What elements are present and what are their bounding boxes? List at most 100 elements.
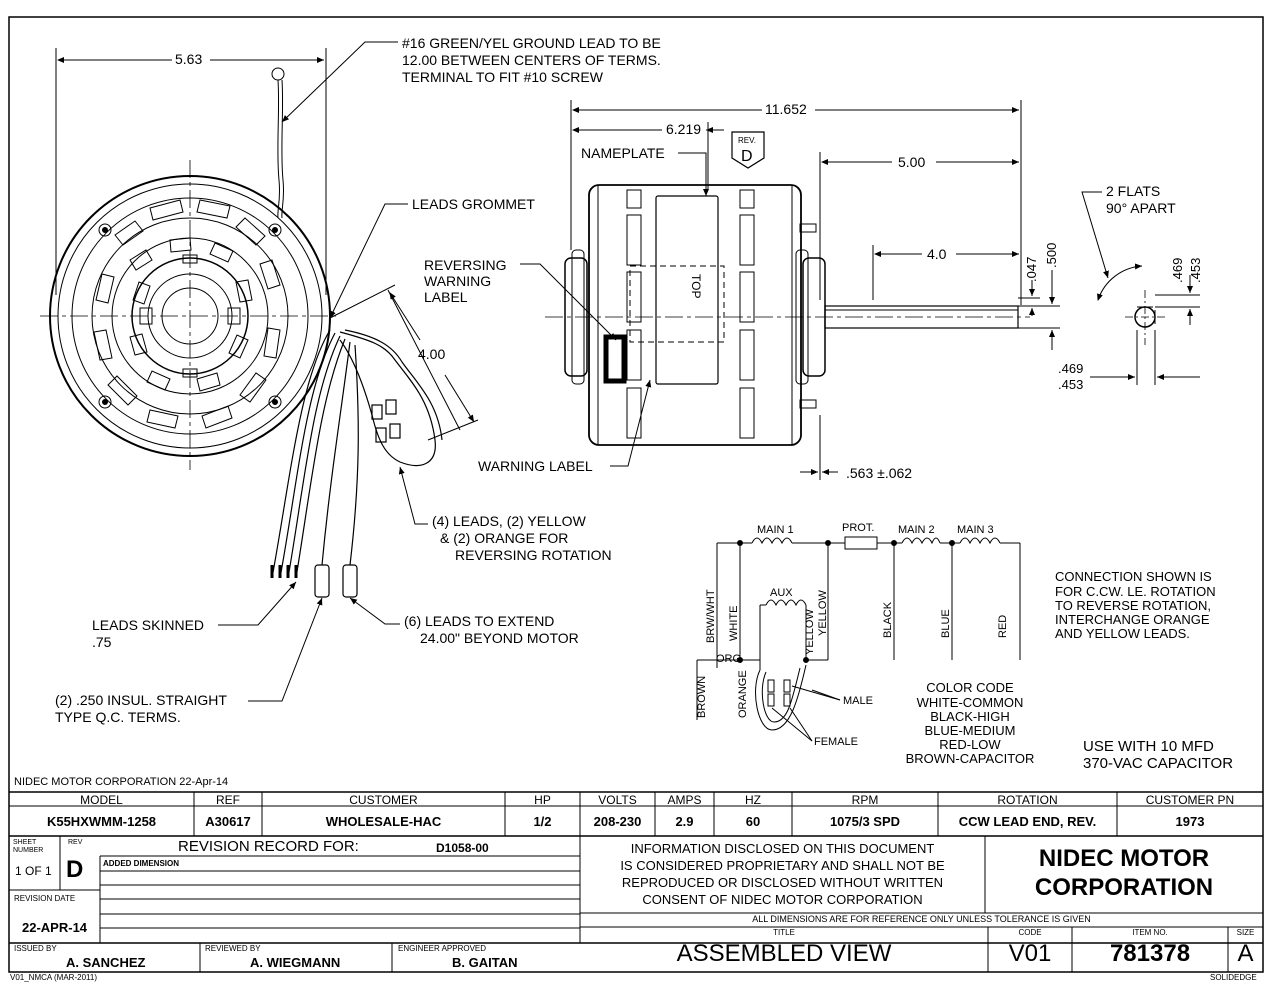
connection-note-line: CONNECTION SHOWN IS (1055, 569, 1212, 584)
sheet-border (8, 16, 1264, 973)
color-code-line: RED-LOW (939, 737, 1001, 752)
flats-note-1: 2 FLATS (1106, 183, 1160, 199)
rev-letter: D (741, 148, 753, 165)
capacitor-note: USE WITH 10 MFD 370-VAC CAPACITOR (1083, 738, 1233, 772)
color-code-line: WHITE-COMMON (917, 695, 1024, 710)
size-value: A (1237, 940, 1254, 967)
color-code-line: BLUE-MEDIUM (924, 723, 1015, 738)
header-ref: REF (216, 793, 240, 807)
issued-by-label: ISSUED BY (14, 944, 57, 953)
issued-by: A. SANCHEZ (66, 955, 146, 970)
capacitor-note-line: USE WITH 10 MFD (1083, 738, 1214, 755)
dimension-4-00-diagonal (329, 284, 479, 441)
dim-5-00: 5.00 (898, 154, 925, 170)
label-red: RED (997, 615, 1009, 638)
header-amps: AMPS (667, 793, 702, 807)
footer-cad-system: SOLIDEDGE (1210, 973, 1257, 982)
value-hz: 60 (745, 814, 761, 829)
header-rotation: ROTATION (997, 793, 1058, 807)
label-orange: ORANGE (737, 670, 749, 718)
label-black: BLACK (882, 601, 894, 638)
header-rpm: RPM (851, 793, 879, 807)
connection-note-line: INTERCHANGE ORANGE (1055, 612, 1210, 627)
motor-side-view (545, 131, 1030, 446)
label-prot: PROT. (842, 522, 874, 534)
notice-line: CONSENT OF NIDEC MOTOR CORPORATION (642, 892, 923, 907)
connection-note-line: AND YELLOW LEADS. (1055, 626, 1190, 641)
value-ref: A30617 (205, 814, 251, 829)
connection-note-line: FOR C.CW. LE. ROTATION (1055, 584, 1216, 599)
label-yellow-aux: YELLOW (804, 609, 816, 655)
label-main2: MAIN 2 (898, 524, 935, 536)
dim-469: .469 (1058, 361, 1083, 376)
title-block-lines (9, 791, 1263, 972)
size-label: SIZE (1236, 928, 1255, 937)
top-mark: TOP (689, 274, 703, 298)
reversing-label-2: WARNING (424, 273, 491, 289)
dim-469-vertical: .469 (1170, 258, 1185, 283)
value-rpm: 1075/3 SPD (829, 814, 901, 829)
value-volts: 208-230 (593, 814, 642, 829)
leads6-note-1: (6) LEADS TO EXTEND (404, 613, 554, 629)
sheet-number-label: SHEET NUMBER (13, 839, 44, 854)
color-code-line: BLACK-HIGH (930, 709, 1009, 724)
wiring-labels: MAIN 1 PROT. MAIN 2 MAIN 3 AUX BRW/WHT W… (696, 522, 1009, 748)
company-name-line: CORPORATION (1034, 874, 1214, 901)
terms-note-1: (2) .250 INSUL. STRAIGHT (55, 692, 227, 708)
rev-label: REV (68, 839, 83, 846)
revision-doc-number: D1058-00 (436, 841, 489, 855)
value-amps: 2.9 (675, 814, 694, 829)
dimension-5-63 (55, 48, 327, 295)
wiring-diagram (696, 535, 1021, 742)
code-label: CODE (1018, 928, 1042, 937)
drawing-labels: 5.63 #16 GREEN/YEL GROUND LEAD TO BE 12.… (55, 35, 1203, 725)
ground-lead (271, 67, 285, 219)
leader-lines-left (218, 41, 428, 702)
terms-note-2: TYPE Q.C. TERMS. (55, 709, 181, 725)
dim-453: .453 (1058, 377, 1083, 392)
reviewed-by: A. WIEGMANN (250, 955, 341, 970)
revision-date: 22-APR-14 (22, 920, 88, 935)
header-volts: VOLTS (598, 793, 637, 807)
dim-4-0: 4.0 (927, 246, 947, 262)
item-number: 781378 (1109, 940, 1191, 967)
dim-453-vertical: .453 (1188, 258, 1203, 283)
leads6-note-2: 24.00" BEYOND MOTOR (420, 630, 579, 646)
label-female: FEMALE (814, 736, 858, 748)
color-code-line: BROWN-CAPACITOR (906, 751, 1035, 766)
header-model: MODEL (80, 793, 123, 807)
leads4-note-3: REVERSING ROTATION (455, 547, 612, 563)
title-label: TITLE (773, 928, 795, 937)
dim-047: .047 (1024, 257, 1039, 282)
footer-form-id: V01_NMCA (MAR-2011) (10, 973, 97, 982)
label-org: ORG (716, 653, 741, 665)
company-name-line: NIDEC MOTOR (1038, 845, 1210, 872)
label-main3: MAIN 3 (957, 524, 994, 536)
dim-4-00: 4.00 (418, 346, 445, 362)
company-date-line: NIDEC MOTOR CORPORATION 22-Apr-14 (14, 776, 229, 788)
rev-value: D (66, 856, 84, 883)
nameplate-label: NAMEPLATE (581, 145, 665, 161)
dimensions-note: ALL DIMENSIONS ARE FOR REFERENCE ONLY UN… (752, 914, 1091, 924)
ground-lead-note-1: #16 GREEN/YEL GROUND LEAD TO BE (402, 35, 661, 51)
capacitor-note-line: 370-VAC CAPACITOR (1083, 755, 1233, 772)
dim-500: .500 (1044, 243, 1059, 268)
label-blue: BLUE (940, 609, 952, 638)
header-hz: HZ (745, 793, 761, 807)
value-customer: WHOLESALE-HAC (325, 814, 442, 829)
label-male: MALE (843, 695, 873, 707)
leads4-note-1: (4) LEADS, (2) YELLOW (432, 513, 587, 529)
dim-563: .563 ±.062 (846, 465, 912, 481)
value-rotation: CCW LEAD END, REV. (958, 814, 1097, 829)
drawing-title: ASSEMBLED VIEW (676, 940, 892, 967)
added-dimension-note: ADDED DIMENSION (103, 859, 180, 868)
color-code: COLOR CODE WHITE-COMMON BLACK-HIGH BLUE-… (906, 680, 1035, 766)
rev-small-label: REV. (738, 136, 756, 145)
side-view-dimensions (520, 100, 1060, 480)
engineer-label: ENGINEER APPROVED (398, 944, 487, 953)
dim-11-652: 11.652 (765, 101, 807, 117)
label-brown: BROWN (696, 676, 708, 718)
value-customer-pn: 1973 (1175, 814, 1205, 829)
sheet-value: 1 OF 1 (15, 864, 52, 878)
